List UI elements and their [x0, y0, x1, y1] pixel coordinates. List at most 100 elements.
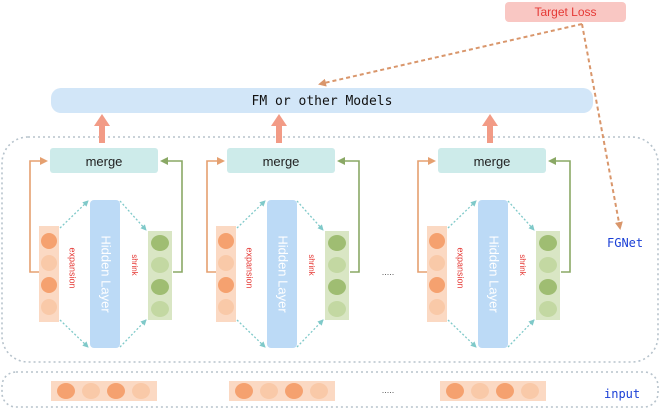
shrink-label: shrink	[130, 254, 139, 276]
input-node	[285, 383, 303, 399]
shrink-skip-arrow	[548, 157, 571, 273]
input-node	[235, 383, 253, 399]
expansion-input-node	[218, 255, 234, 271]
expansion-input-node	[218, 233, 234, 249]
expansion-input-bar	[216, 226, 236, 322]
expansion-input-node	[429, 277, 445, 293]
shrink-skip-arrow	[337, 157, 360, 273]
shrink-connector	[296, 200, 324, 231]
expansion-input-bar	[427, 226, 447, 322]
expansion-label: expansion	[68, 247, 78, 288]
hidden-layer-label: Hidden Layer	[276, 235, 291, 313]
expansion-connector	[236, 200, 266, 229]
merge-box	[50, 148, 158, 173]
shrink-output-node	[328, 235, 346, 251]
expansion-skip-arrow	[417, 157, 436, 273]
expansion-input-node	[41, 299, 57, 315]
expansion-label: expansion	[456, 247, 466, 288]
expansion-connector	[59, 200, 89, 229]
shrink-output-node	[151, 279, 169, 295]
input-node	[496, 383, 514, 399]
merge-box	[227, 148, 335, 173]
target-loss-label: Target Loss	[534, 5, 596, 19]
blocks-ellipsis: .....	[382, 267, 395, 277]
merge-to-model-arrow-shaft	[99, 125, 105, 143]
input-node	[471, 383, 489, 399]
model-box	[51, 88, 593, 113]
expansion-input-node	[429, 255, 445, 271]
expansion-skip-arrow	[206, 157, 225, 273]
input-node	[521, 383, 539, 399]
shrink-output-node	[328, 279, 346, 295]
shrink-output-node	[539, 301, 557, 317]
shrink-label: shrink	[307, 254, 316, 276]
fgnet-container	[1, 136, 659, 363]
loss-to-model-arrow	[318, 23, 583, 87]
merge-label: merge	[86, 154, 123, 169]
expansion-label: expansion	[245, 247, 255, 288]
expansion-input-node	[218, 277, 234, 293]
fgnet-label: FGNet	[607, 236, 643, 250]
merge-to-model-arrow-head	[94, 114, 110, 126]
shrink-connector	[507, 319, 535, 348]
expansion-connector	[236, 319, 266, 348]
expansion-input-node	[218, 299, 234, 315]
merge-label: merge	[263, 154, 300, 169]
merge-to-model-arrow-head	[271, 114, 287, 126]
merge-to-model-arrow-head	[482, 114, 498, 126]
shrink-connector	[119, 319, 147, 348]
expansion-connector	[447, 319, 477, 348]
shrink-output-node	[151, 235, 169, 251]
input-group-bar	[51, 381, 157, 401]
input-group-3	[440, 381, 546, 401]
shrink-output-node	[539, 257, 557, 273]
shrink-output-node	[539, 235, 557, 251]
merge-box	[438, 148, 546, 173]
expansion-input-node	[429, 299, 445, 315]
input-group-bar	[229, 381, 335, 401]
input-groups	[51, 381, 546, 401]
input-group-1	[51, 381, 157, 401]
input-node	[82, 383, 100, 399]
hidden-layer-box	[267, 200, 297, 348]
shrink-output-node	[151, 301, 169, 317]
hidden-layer-label: Hidden Layer	[99, 235, 114, 313]
shrink-output-node	[539, 279, 557, 295]
shrink-connector	[296, 319, 324, 348]
expansion-skip-arrow	[29, 157, 48, 273]
shrink-skip-arrow	[160, 157, 183, 273]
expansion-connector	[59, 319, 89, 348]
hidden-layer-label: Hidden Layer	[487, 235, 502, 313]
expansion-input-node	[429, 233, 445, 249]
loss-to-fgnet-arrow	[581, 23, 623, 230]
input-node	[446, 383, 464, 399]
expansion-input-bar	[39, 226, 59, 322]
expansion-input-node	[41, 255, 57, 271]
merge-to-model-arrow-shaft	[276, 125, 282, 143]
input-node	[132, 383, 150, 399]
input-node	[107, 383, 125, 399]
model-label: FM or other Models	[252, 94, 393, 109]
shrink-output-node	[151, 257, 169, 273]
expansion-input-node	[41, 277, 57, 293]
merge-to-model-arrow-shaft	[487, 125, 493, 143]
shrink-connector	[119, 200, 147, 231]
target-loss-box	[505, 2, 626, 22]
shrink-connector	[507, 200, 535, 231]
merge-label: merge	[474, 154, 511, 169]
input-group-bar	[440, 381, 546, 401]
shrink-output-node	[328, 257, 346, 273]
input-node	[260, 383, 278, 399]
hidden-layer-box	[90, 200, 120, 348]
input-group-2	[229, 381, 335, 401]
shrink-label: shrink	[518, 254, 527, 276]
hidden-layer-box	[478, 200, 508, 348]
input-node	[57, 383, 75, 399]
inputs-ellipsis: .....	[382, 385, 395, 395]
expansion-connector	[447, 200, 477, 229]
input-node	[310, 383, 328, 399]
